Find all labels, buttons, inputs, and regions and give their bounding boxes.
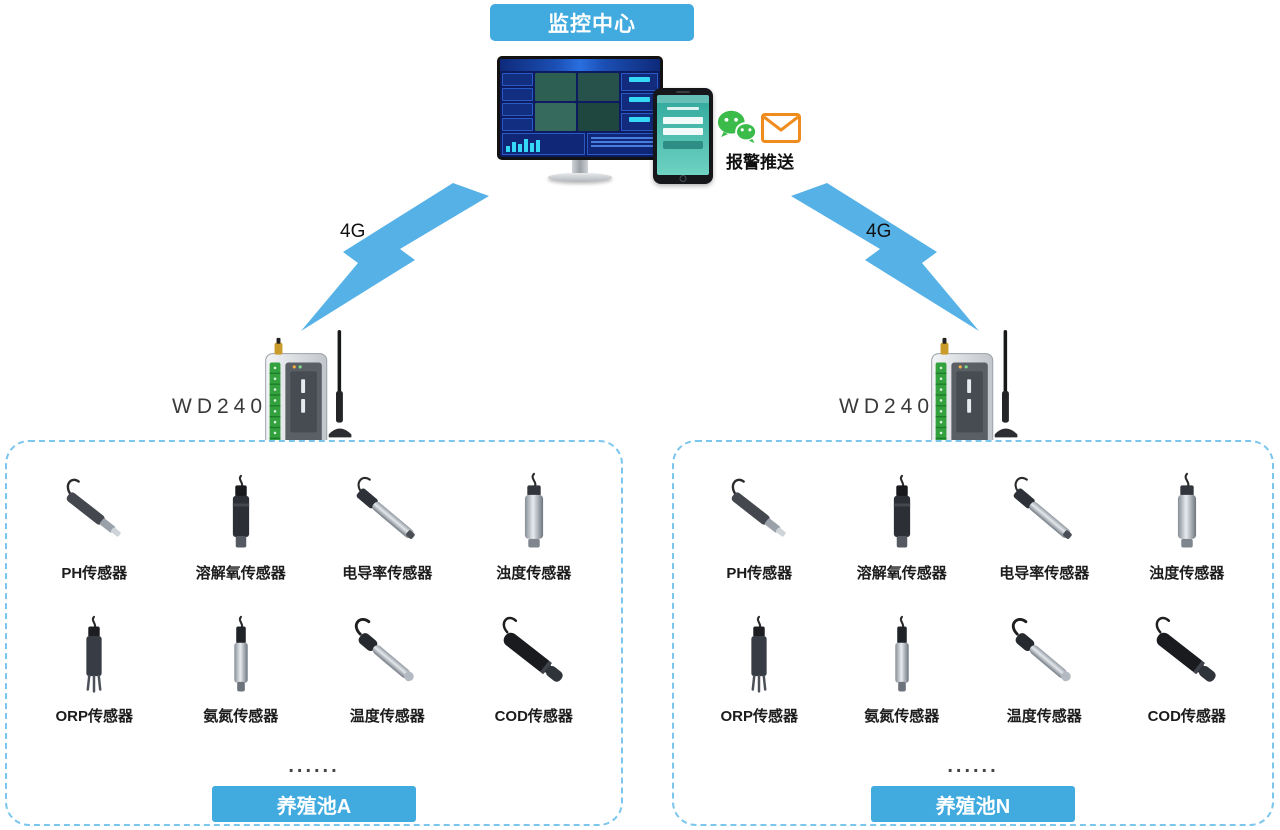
sensor-item: PH传感器: [21, 472, 168, 583]
monitoring-center-label: 监控中心: [490, 4, 694, 41]
ammonia-nitrogen-sensor-icon: [850, 615, 954, 701]
monitor-bezel: [497, 56, 663, 160]
sensor-label: COD传感器: [1147, 708, 1226, 725]
sensor-label: 溶解氧传感器: [856, 565, 947, 582]
dashboard-body: [500, 71, 660, 133]
phone-login-card: [663, 117, 703, 149]
pool-n-container: PH传感器 溶解氧传感器 电导率传感器 浊度传感器 ORP传感器 氨氮传感器: [672, 440, 1274, 826]
sensor-item: 温度传感器: [973, 615, 1116, 726]
sensor-label: ORP传感器: [720, 708, 798, 725]
dashboard-header-bar: [500, 59, 660, 71]
alarm-push-label: 报警推送: [726, 153, 794, 172]
sensor-item: ORP传感器: [21, 615, 168, 726]
monitor-stand-base: [548, 173, 612, 182]
orp-sensor-icon: [707, 615, 811, 701]
sensor-label: 氨氮传感器: [203, 708, 279, 725]
pool-a-ellipsis: ......: [288, 755, 340, 777]
monitor-screen: [500, 59, 660, 157]
phone-statusbar: [657, 95, 709, 103]
turbidity-sensor-icon: [482, 472, 586, 558]
sensor-label: COD传感器: [494, 708, 573, 725]
temperature-sensor-icon: [992, 615, 1096, 701]
sensor-label: 溶解氧传感器: [195, 565, 286, 582]
monitor: [497, 56, 663, 182]
sensor-item: 氨氮传感器: [168, 615, 315, 726]
pool-a-name-badge: 养殖池A: [212, 786, 416, 822]
pool-n-ellipsis: ......: [947, 755, 999, 777]
pool-n-sensor-grid: PH传感器 溶解氧传感器 电导率传感器 浊度传感器 ORP传感器 氨氮传感器: [688, 472, 1258, 726]
gateway-right-label: WD240: [839, 395, 935, 418]
dashboard-stat-panels: [620, 73, 658, 131]
pool-a-container: PH传感器 溶解氧传感器 电导率传感器 浊度传感器 ORP传感器 氨氮传感器: [5, 440, 623, 826]
dissolved-oxygen-sensor-icon: [189, 472, 293, 558]
sensor-item: 溶解氧传感器: [168, 472, 315, 583]
lightning-bolt-left-icon: [297, 183, 489, 333]
sensor-label: 温度传感器: [349, 708, 425, 725]
ammonia-nitrogen-sensor-icon: [189, 615, 293, 701]
wechat-icon: [716, 106, 758, 146]
ph-sensor-icon: [707, 472, 811, 558]
lightning-bolt-right-icon: [791, 183, 983, 333]
dashboard-left-panels: [502, 73, 534, 131]
link-4g-left-label: 4G: [340, 221, 366, 242]
sensor-item: PH传感器: [688, 472, 831, 583]
phone-home-button: [679, 175, 687, 182]
sensor-item: 温度传感器: [314, 615, 461, 726]
sensor-item: COD传感器: [461, 615, 608, 726]
sensor-label: 电导率传感器: [999, 565, 1090, 582]
sensor-item: 电导率传感器: [314, 472, 461, 583]
dissolved-oxygen-sensor-icon: [850, 472, 954, 558]
smartphone: [653, 88, 713, 184]
sensor-label: ORP传感器: [55, 708, 133, 725]
orp-sensor-icon: [42, 615, 146, 701]
sensor-item: 浊度传感器: [1116, 472, 1259, 583]
ph-sensor-icon: [42, 472, 146, 558]
sensor-label: PH传感器: [726, 565, 793, 582]
sensor-label: 电导率传感器: [342, 565, 433, 582]
sensor-label: 温度传感器: [1006, 708, 1082, 725]
phone-app-title: [667, 107, 699, 110]
phone-screen: [657, 95, 709, 175]
cod-sensor-icon: [482, 615, 586, 701]
sensor-item: 浊度传感器: [461, 472, 608, 583]
sensor-label: 氨氮传感器: [864, 708, 940, 725]
sensor-item: 溶解氧传感器: [831, 472, 974, 583]
sensor-item: ORP传感器: [688, 615, 831, 726]
conductivity-sensor-icon: [992, 472, 1096, 558]
sensor-label: 浊度传感器: [1149, 565, 1225, 582]
dashboard-bar-chart: [502, 133, 586, 155]
dashboard-bottom-charts: [500, 133, 660, 157]
sensor-item: 电导率传感器: [973, 472, 1116, 583]
pool-n-name-badge: 养殖池N: [871, 786, 1075, 822]
cod-sensor-icon: [1135, 615, 1239, 701]
sensor-label: PH传感器: [61, 565, 128, 582]
sensor-item: 氨氮传感器: [831, 615, 974, 726]
monitor-stand-neck: [572, 160, 588, 173]
sensor-item: COD传感器: [1116, 615, 1259, 726]
turbidity-sensor-icon: [1135, 472, 1239, 558]
sensor-label: 浊度传感器: [496, 565, 572, 582]
gateway-left-label: WD240: [172, 395, 268, 418]
conductivity-sensor-icon: [335, 472, 439, 558]
dashboard-video-tiles: [535, 73, 619, 131]
email-icon: [761, 113, 801, 143]
link-4g-right-label: 4G: [866, 221, 892, 242]
temperature-sensor-icon: [335, 615, 439, 701]
dashboard-table: [587, 133, 658, 155]
pool-a-sensor-grid: PH传感器 溶解氧传感器 电导率传感器 浊度传感器 ORP传感器 氨氮传感器: [21, 472, 607, 726]
